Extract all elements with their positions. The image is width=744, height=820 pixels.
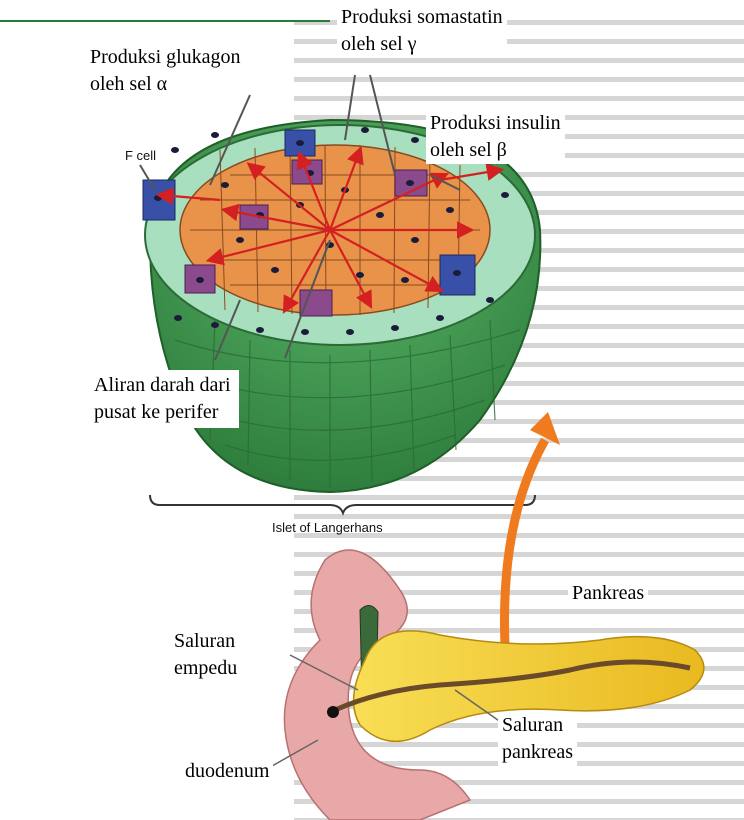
fcell-label: F cell [125,148,156,163]
islet-brace [150,495,535,513]
ampulla [327,706,339,718]
somastatin-label: Produksi somastatin oleh sel γ [337,4,507,58]
saluran-empedu-line2: empedu [174,655,237,682]
islet-label: Islet of Langerhans [272,520,383,535]
insulin-label-line1: Produksi insulin [430,110,561,137]
somastatin-label-line2: oleh sel γ [341,31,503,58]
somastatin-label-line1: Produksi somastatin [341,4,503,31]
aliran-label-line1: Aliran darah dari [94,372,231,399]
saluran-pankreas-line1: Saluran [502,712,573,739]
glukagon-label: Produksi glukagon oleh sel α [86,44,245,98]
saluran-pankreas-line2: pankreas [502,739,573,766]
saluran-pankreas-label: Saluran pankreas [498,712,577,766]
aliran-label: Aliran darah dari pusat ke perifer [86,370,239,428]
glukagon-label-line1: Produksi glukagon [90,44,241,71]
pankreas-label: Pankreas [568,580,648,607]
pancreas-to-islet-arrow [505,440,546,645]
insulin-label: Produksi insulin oleh sel β [426,110,565,164]
aliran-label-line2: pusat ke perifer [94,399,231,426]
glukagon-label-line2: oleh sel α [90,71,241,98]
duodenum-label: duodenum [181,758,273,785]
saluran-empedu-label: Saluran empedu [170,628,241,682]
saluran-empedu-line1: Saluran [174,628,237,655]
insulin-label-line2: oleh sel β [430,137,561,164]
